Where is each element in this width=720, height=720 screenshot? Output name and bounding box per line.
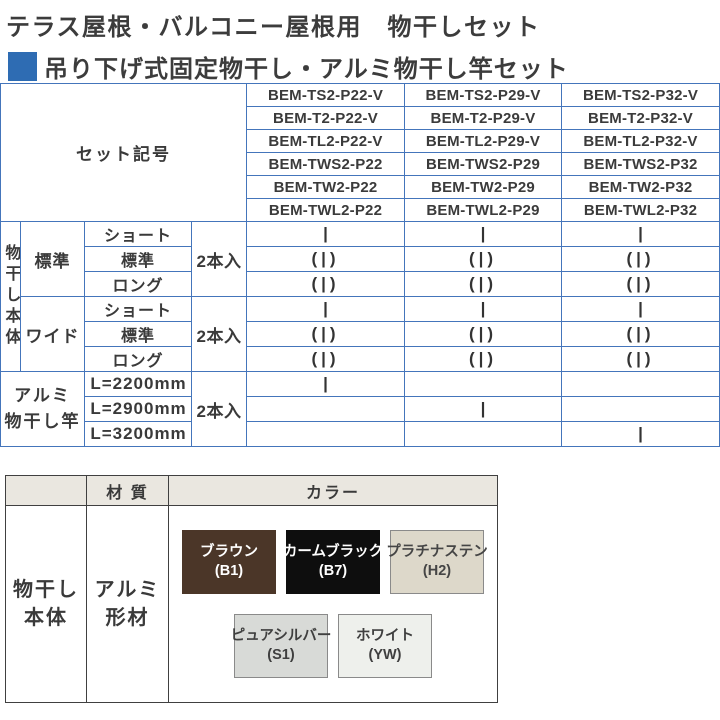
swatch-wrap: ブラウン (B1) カームブラック (B7) プラチナステン (H2): [169, 530, 497, 678]
mark-cell: (|): [626, 274, 655, 293]
swatch-row-2: ピュアシルバー (S1) ホワイト (YW): [231, 614, 432, 678]
mark-cell: (|): [626, 324, 655, 343]
pole-label-line1: アルミ: [14, 386, 71, 405]
spec-row-label-line1: 物干し: [13, 579, 79, 601]
mark-cell: (|): [468, 349, 498, 368]
material-color-table: 材 質 カラー 物干し 本体 アルミ 形材 ブラウン: [5, 475, 498, 703]
pole-length-cell: L=2900mm: [84, 396, 192, 422]
swatch-code: (H2): [422, 563, 452, 579]
set-code-cell: BEM-TW2-P32: [561, 175, 720, 199]
mark-cell: [404, 371, 562, 397]
page-title: テラス屋根・バルコニー屋根用 物干しセット: [6, 14, 541, 41]
material-line1: アルミ: [94, 579, 161, 601]
swatch-code: (B7): [318, 563, 348, 579]
mark-cell: (|): [311, 324, 340, 343]
mark-cell: [246, 421, 405, 447]
set-code-cell: BEM-TW2-P22: [246, 175, 405, 199]
mark-cell: (|): [468, 274, 498, 293]
set-code-cell: BEM-T2-P29-V: [404, 106, 562, 130]
section-subtitle: 吊り下げ式固定物干し・アルミ物干し竿セット: [44, 55, 569, 83]
set-code-corner-label: セット記号: [0, 83, 247, 222]
set-code-cell: BEM-TWL2-P22: [246, 198, 405, 222]
set-code-cell: BEM-TWS2-P29: [404, 152, 562, 176]
color-swatch-brown: ブラウン (B1): [182, 530, 276, 594]
color-swatch-calm-black: カームブラック (B7): [282, 530, 384, 594]
color-header: カラー: [168, 475, 498, 506]
mark-cell: (|): [626, 349, 655, 368]
mark-cell: [246, 396, 405, 422]
swatch-name: ピュアシルバー: [230, 628, 332, 644]
group-label-wide: ワイド: [20, 296, 85, 372]
pole-section-label: アルミ 物干し竿: [0, 371, 85, 447]
diagonal-corner-cell: [5, 475, 87, 506]
swatch-code: (YW): [368, 647, 402, 663]
size-cell: ショート: [84, 221, 192, 247]
set-code-cell: BEM-T2-P32-V: [561, 106, 720, 130]
pack-cell: 2本入: [191, 296, 247, 372]
pack-cell: 2本入: [191, 371, 247, 447]
set-code-table: セット記号 BEM-TS2-P22-V BEM-TS2-P29-V BEM-TS…: [0, 83, 720, 447]
mark-cell: |: [561, 421, 720, 447]
body-section-label: 物干し本体: [0, 221, 21, 372]
set-code-cell: BEM-TS2-P29-V: [404, 83, 562, 107]
mark-cell: |: [404, 296, 562, 322]
set-code-cell: BEM-TWS2-P32: [561, 152, 720, 176]
mark-cell: (|): [468, 249, 498, 268]
material-line2: 形材: [105, 607, 150, 629]
set-code-cell: BEM-TL2-P22-V: [246, 129, 405, 153]
mark-cell: [561, 396, 720, 422]
mark-cell: (|): [311, 274, 340, 293]
size-cell: ロング: [84, 271, 192, 297]
blue-square-bullet-icon: [8, 51, 37, 81]
pole-length-cell: L=2200mm: [84, 371, 192, 397]
mark-cell: (|): [311, 249, 340, 268]
set-code-cell: BEM-TL2-P32-V: [561, 129, 720, 153]
mark-cell: |: [561, 296, 720, 322]
set-code-cell: BEM-TW2-P29: [404, 175, 562, 199]
mark-cell: |: [404, 396, 562, 422]
swatch-row-1: ブラウン (B1) カームブラック (B7) プラチナステン (H2): [182, 530, 488, 594]
color-swatch-pure-silver: ピュアシルバー (S1): [231, 614, 331, 678]
mark-cell: (|): [626, 249, 655, 268]
group-label-standard: 標準: [20, 221, 85, 297]
set-code-cell: BEM-T2-P22-V: [246, 106, 405, 130]
mark-cell: (|): [468, 324, 498, 343]
swatch-code: (S1): [267, 647, 295, 663]
mark-cell: [561, 371, 720, 397]
pole-length-cell: L=3200mm: [84, 421, 192, 447]
mark-cell: |: [246, 221, 405, 247]
mark-cell: (|): [311, 349, 340, 368]
material-value: アルミ 形材: [86, 505, 169, 703]
set-code-cell: BEM-TWS2-P22: [246, 152, 405, 176]
color-swatch-white: ホワイト (YW): [338, 614, 432, 678]
swatch-name: プラチナステン: [386, 544, 488, 560]
swatch-name: ホワイト: [356, 628, 414, 644]
set-code-cell: BEM-TWL2-P32: [561, 198, 720, 222]
swatch-name: ブラウン: [200, 544, 258, 560]
size-cell: 標準: [84, 321, 192, 347]
set-code-cell: BEM-TL2-P29-V: [404, 129, 562, 153]
subtitle-row: 吊り下げ式固定物干し・アルミ物干し竿セット: [8, 51, 720, 83]
mark-cell: |: [246, 371, 405, 397]
color-swatch-platinum-stain: プラチナステン (H2): [386, 530, 488, 594]
spec-row-label: 物干し 本体: [5, 505, 87, 703]
pack-cell: 2本入: [191, 221, 247, 297]
set-code-cell: BEM-TS2-P32-V: [561, 83, 720, 107]
mark-cell: |: [404, 221, 562, 247]
size-cell: 標準: [84, 246, 192, 272]
color-swatches-cell: ブラウン (B1) カームブラック (B7) プラチナステン (H2): [168, 505, 498, 703]
swatch-name: カームブラック: [282, 544, 384, 560]
set-code-cell: BEM-TS2-P22-V: [246, 83, 405, 107]
set-code-cell: BEM-TWL2-P29: [404, 198, 562, 222]
mark-cell: |: [561, 221, 720, 247]
size-cell: ショート: [84, 296, 192, 322]
spec-row-label-line2: 本体: [24, 607, 68, 629]
size-cell: ロング: [84, 346, 192, 372]
mark-cell: [404, 421, 562, 447]
mark-cell: |: [246, 296, 405, 322]
material-header: 材 質: [86, 475, 169, 506]
swatch-code: (B1): [214, 563, 244, 579]
pole-label-line2: 物干し竿: [4, 412, 81, 431]
